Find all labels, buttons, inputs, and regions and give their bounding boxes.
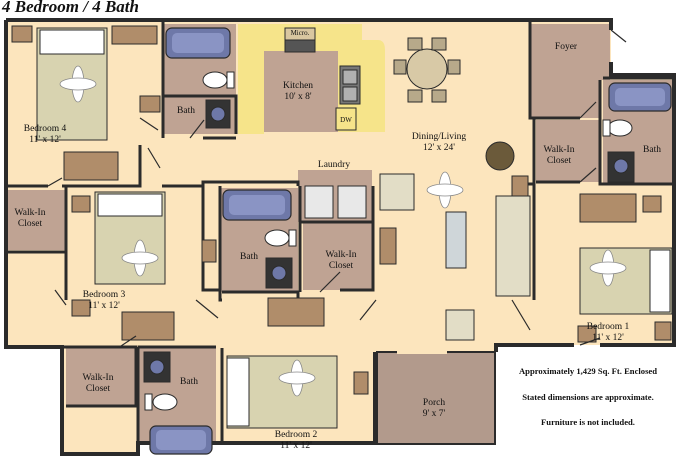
- washer-dryer: [304, 185, 367, 219]
- label-bath-lower-left: Bath: [180, 377, 198, 387]
- beds: [36, 27, 673, 429]
- exterior-walls: [4, 18, 676, 456]
- desks: [11, 25, 672, 395]
- ceiling-fans: [59, 65, 627, 397]
- door-swings: [47, 29, 627, 349]
- label-bath-right: Bath: [643, 145, 661, 155]
- label-dishwasher: DW: [340, 116, 352, 124]
- tub-insets: [156, 33, 665, 450]
- foyer-floor: [530, 24, 610, 80]
- note-square-footage: Approximately 1,429 Sq. Ft. Enclosed: [518, 366, 658, 376]
- label-bath-center: Bath: [240, 252, 258, 262]
- closet-center-floor: [303, 222, 373, 290]
- interior-walls: [6, 22, 673, 443]
- foyer-lower-floor: [530, 80, 600, 118]
- note-furniture: Furniture is not included.: [541, 417, 635, 427]
- label-foyer: Foyer: [554, 42, 578, 52]
- closet-left-lower-floor: [66, 348, 136, 406]
- label-microwave: Micro.: [290, 29, 310, 37]
- label-laundry: Laundry: [317, 160, 351, 170]
- kitchen-floor: [262, 50, 338, 132]
- bath-fixtures: [143, 71, 635, 411]
- note-dimensions: Stated dimensions are approximate.: [522, 392, 654, 402]
- porch-floor: [376, 351, 496, 445]
- label-bath-top-left: Bath: [177, 106, 195, 116]
- living-furniture: [379, 37, 531, 341]
- closet-right-floor: [536, 120, 600, 182]
- closet-left-upper-floor: [6, 190, 66, 250]
- kitchen-appliances: [284, 27, 361, 131]
- plan-title: 4 Bedroom / 4 Bath: [2, 0, 139, 16]
- porch-opening: [397, 348, 447, 354]
